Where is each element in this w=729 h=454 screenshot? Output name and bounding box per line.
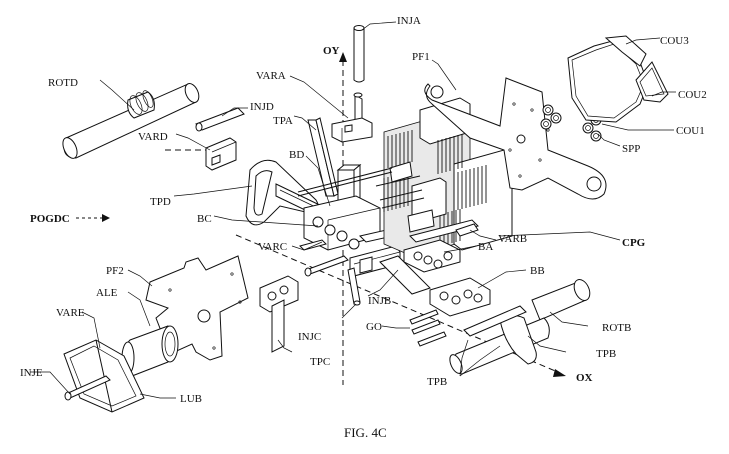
label-cou1: COU1 [676,125,705,137]
label-vard: VARD [138,131,168,143]
axis-ox [235,234,566,377]
cpg-tubes [297,167,425,209]
rotor-rotd [62,83,200,159]
plate-tpa [307,117,339,197]
figure-caption: FIG. 4C [344,425,387,440]
label-inja: INJA [397,15,421,27]
label-tpb-bottom: TPB [427,376,447,388]
label-tpd: TPD [150,196,171,208]
label-bc: BC [197,213,212,225]
support-varb [409,219,479,243]
injector-injc [347,267,361,306]
label-injd: INJD [250,101,274,113]
label-tpb-right: TPB [596,348,616,360]
label-bb: BB [530,265,545,277]
label-ale: ALE [96,287,118,299]
pins-go [409,309,447,347]
support-vard [165,137,237,171]
label-injb: INJB [368,295,391,307]
label-rotb: ROTB [602,322,631,334]
label-cou3: COU3 [660,35,689,47]
support-varc [299,239,327,251]
plate-pf1 [424,77,607,200]
label-vara: VARA [256,70,286,82]
central-core [303,195,411,277]
label-injc: INJC [298,331,321,343]
injector-inje [64,375,111,401]
label-lub: LUB [180,393,202,405]
injector-inja [353,25,365,83]
label-inje: INJE [20,367,43,379]
leader-lines [30,21,676,399]
plate-tpb [463,305,537,365]
part-ale [121,325,179,377]
label-vare: VARE [56,307,85,319]
label-rotd: ROTD [48,77,78,89]
label-cpg: CPG [622,237,646,249]
label-bd: BD [289,149,304,161]
pogdc-arrow [76,214,110,222]
label-varc: VARC [258,241,287,253]
label-go: GO [366,321,382,333]
label-pogdc: POGDC [30,213,70,225]
label-pf2: PF2 [106,265,124,277]
label-cou2: COU2 [678,89,707,101]
block-bb [429,277,491,317]
label-tpc: TPC [310,356,330,368]
label-pf1: PF1 [412,51,430,63]
label-ba: BA [478,241,493,253]
support-vara [331,92,373,143]
part-labels: INJA OY VARA PF1 COU3 COU2 COU1 SPP ROTD… [20,15,707,405]
injector-injb [379,255,431,295]
frame-vare [63,339,145,413]
loops-cou [567,35,669,123]
label-tpa: TPA [273,115,293,127]
label-ox: OX [576,372,593,384]
injector-injd [195,107,245,132]
label-oy: OY [323,45,340,57]
label-spp: SPP [622,143,640,155]
plate-tpc [259,275,299,353]
label-varb: VARB [498,233,527,245]
